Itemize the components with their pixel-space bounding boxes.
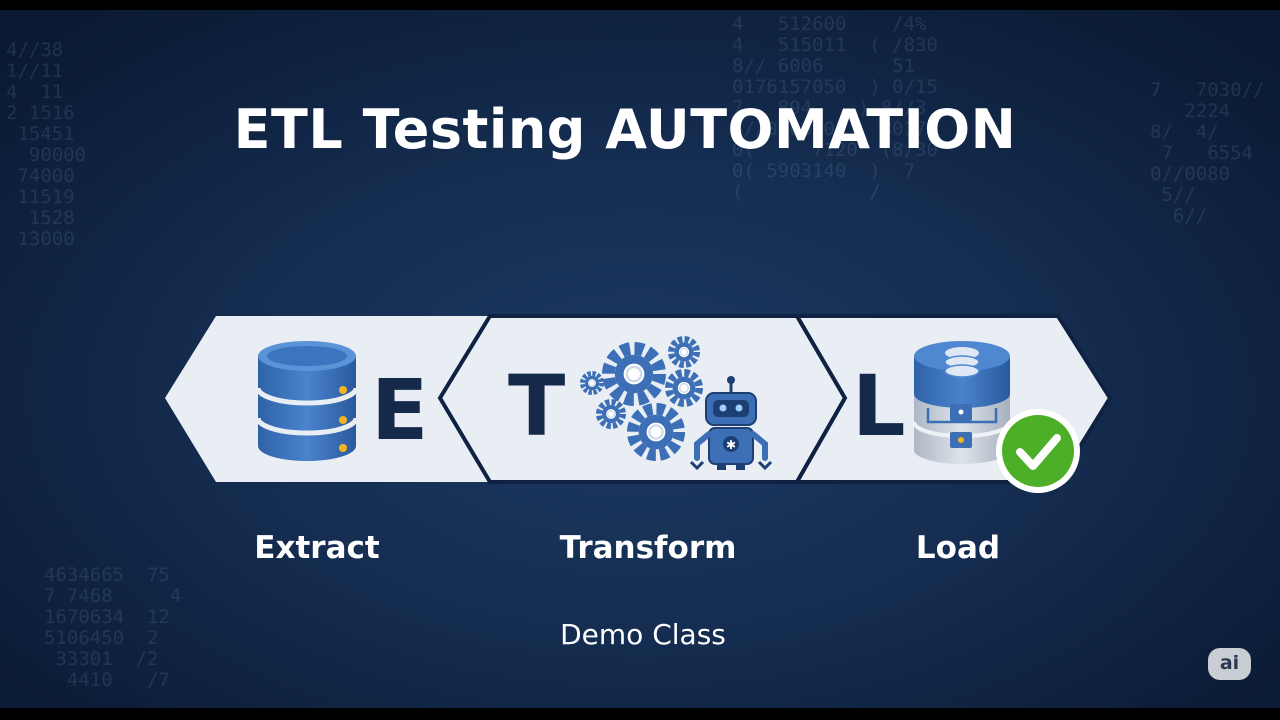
ai-badge[interactable]: ai — [1208, 648, 1251, 680]
background-numbers-bottom-left: 4634665 75 7 7468 4 1670634 12 5106450 2… — [44, 564, 182, 691]
slide: 4 512600 /4% 4 515011 ( /830 8// 6006 51… — [0, 10, 1280, 708]
background-numbers-left: 4//38 1//11 4 11 2 1516 15451 90000 7400… — [6, 39, 87, 250]
transform-letter: T — [508, 357, 565, 455]
checkmark-icon — [996, 409, 1080, 493]
background-numbers-right: 7 7030// 2224 8/ 4/ 7 6554 0//0080 5// 6… — [1150, 79, 1265, 227]
gears-robot-icon: ✱ — [582, 339, 773, 471]
stage-label-extract: Extract — [254, 530, 380, 566]
load-letter: L — [852, 357, 906, 455]
svg-text:✱: ✱ — [726, 438, 736, 452]
background-numbers-top-right: 4 512600 /4% 4 515011 ( /830 8// 6006 51… — [732, 13, 938, 203]
etl-diagram: E T ✱ — [165, 314, 1113, 493]
stage-label-transform: Transform — [559, 530, 737, 566]
extract-letter: E — [371, 361, 428, 459]
stage-label-load: Load — [915, 530, 1001, 566]
robot-icon: ✱ — [689, 376, 773, 471]
page-title: ETL Testing AUTOMATION — [233, 98, 1017, 161]
database-icon — [255, 341, 359, 461]
database-check-icon — [912, 341, 1012, 464]
subtitle: Demo Class — [560, 618, 726, 651]
